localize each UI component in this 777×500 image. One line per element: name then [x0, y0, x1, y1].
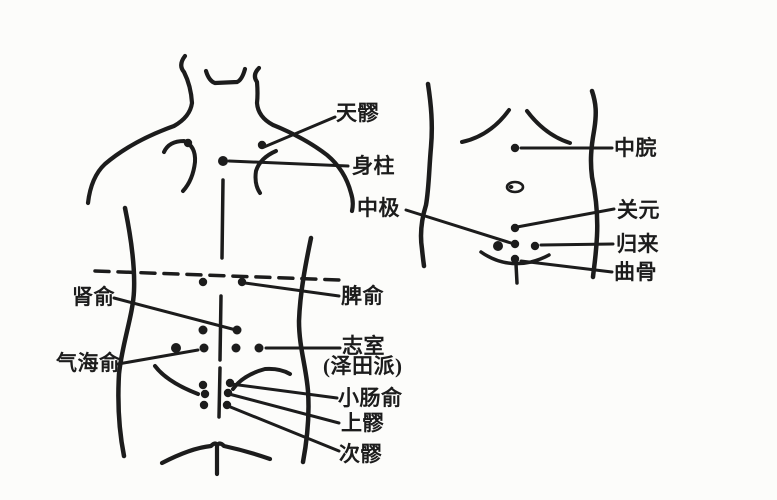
acupoint-dot — [225, 378, 235, 388]
acupoint-dot — [200, 389, 210, 399]
back-torso-left — [116, 205, 137, 459]
back-acupoint-dots — [171, 138, 267, 410]
label-tianliao: 天髎 — [336, 101, 379, 125]
acupoint-dot — [257, 140, 267, 150]
pubic-line — [514, 262, 519, 285]
leader-qihaishu — [116, 348, 200, 366]
label-zhongji: 中极 — [357, 196, 400, 220]
abdomen-acupoint-dots — [493, 143, 540, 264]
acupoint-dot — [222, 400, 232, 410]
sacrum-arc-left — [153, 364, 200, 396]
rib-arch-left — [460, 108, 511, 144]
label-shangliao: 上髎 — [341, 411, 384, 435]
sacrum-arc-right — [231, 366, 292, 391]
label-guilai: 归来 — [616, 232, 659, 256]
leader-guanyuan — [515, 207, 616, 229]
back-figure — [85, 53, 355, 477]
acupoint-dot — [510, 143, 520, 153]
acupoint-dot — [254, 343, 264, 353]
leader-pishu — [243, 281, 341, 298]
acupoint-dot — [232, 325, 242, 335]
leader-zhongji — [404, 208, 513, 245]
acupoint-dot — [237, 277, 247, 287]
acupoint-dot — [510, 254, 520, 264]
label-shenshu: 肾俞 — [72, 285, 115, 309]
back-torso-right — [296, 235, 314, 465]
label-qugu: 曲骨 — [614, 260, 657, 284]
back-neck-right — [252, 65, 355, 214]
back-neck-left — [85, 53, 195, 206]
abdomen-figure — [404, 81, 616, 285]
back-hairline — [203, 66, 248, 86]
label-xiaochangshu: 小肠俞 — [338, 386, 403, 410]
back-scapula-right — [253, 149, 278, 195]
label-pishu: 脾俞 — [341, 284, 384, 308]
acupoint-dot — [530, 241, 540, 251]
label-zhishi: 志室 — [342, 334, 385, 358]
waist-dashed-line — [93, 269, 342, 282]
acupoint-dot — [223, 388, 233, 398]
rib-arch-right — [525, 109, 572, 145]
label-zhongwan: 中脘 — [614, 136, 657, 160]
acupoint-dot — [231, 343, 241, 353]
leader-shenzhu — [227, 159, 350, 168]
acupoint-dot — [183, 138, 193, 148]
acupoint-dot — [493, 241, 503, 251]
acupoint-dot — [199, 343, 209, 353]
back-leader-lines — [112, 115, 350, 453]
abdomen-outline-right — [588, 88, 600, 280]
acupoint-dot — [198, 380, 208, 390]
leader-tianliao — [262, 115, 337, 149]
acupoint-dot — [198, 325, 208, 335]
leader-shangliao — [227, 392, 341, 425]
back-scapula-left — [162, 139, 198, 193]
leader-guilai — [539, 242, 615, 247]
acupoint-dot — [510, 223, 520, 233]
leader-qugu — [519, 259, 614, 274]
navel — [505, 180, 525, 194]
label-guanyuan: 关元 — [617, 198, 660, 222]
abdomen-outline-left — [418, 81, 435, 269]
label-ciliao: 次髎 — [339, 442, 382, 466]
leader-xiaochangshu — [229, 382, 339, 400]
abdomen-leader-lines — [404, 146, 616, 274]
leader-shenshu — [112, 296, 238, 332]
acupoint-dot — [171, 343, 181, 353]
acupoint-dot — [198, 277, 208, 287]
acupoint-dot — [218, 156, 228, 166]
spine-line — [217, 178, 225, 419]
acupoint-dot — [199, 400, 209, 410]
navel-shadow — [508, 185, 514, 189]
buttock-curves — [159, 441, 273, 477]
leader-ciliao — [226, 404, 341, 453]
acupoint-dot — [510, 239, 520, 249]
label-zhishi-note: (泽田派) — [323, 354, 403, 378]
label-shenzhu: 身柱 — [352, 154, 395, 178]
label-qihaishu: 气海俞 — [56, 351, 121, 375]
